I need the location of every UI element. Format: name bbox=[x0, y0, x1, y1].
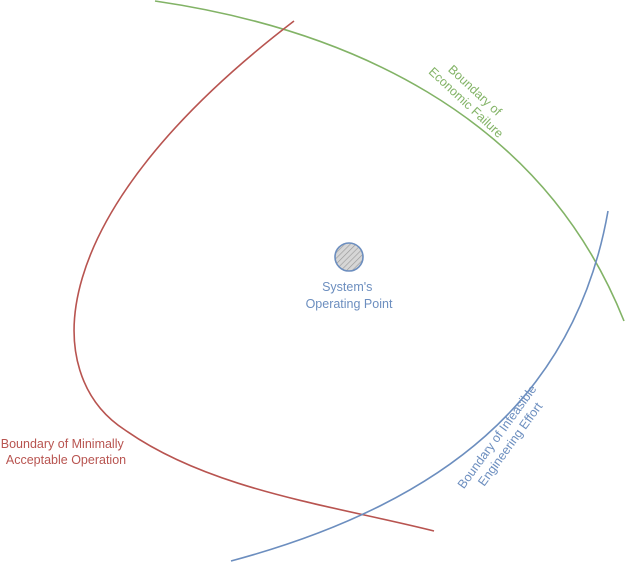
acceptable-operation-boundary-curve bbox=[73, 20, 435, 532]
engineering-effort-label: Boundary of Infeasible Engineering Effor… bbox=[455, 380, 554, 500]
economic-failure-boundary-curve bbox=[154, 0, 625, 322]
engineering-effort-boundary-curve bbox=[230, 210, 609, 562]
economic-failure-label: Boundary of Economic Failure bbox=[426, 54, 516, 141]
acceptable-operation-label: Boundary of Minimally Acceptable Operati… bbox=[1, 437, 127, 467]
operating-point-marker[interactable] bbox=[334, 242, 364, 272]
operating-point-label: System's Operating Point bbox=[306, 280, 393, 311]
